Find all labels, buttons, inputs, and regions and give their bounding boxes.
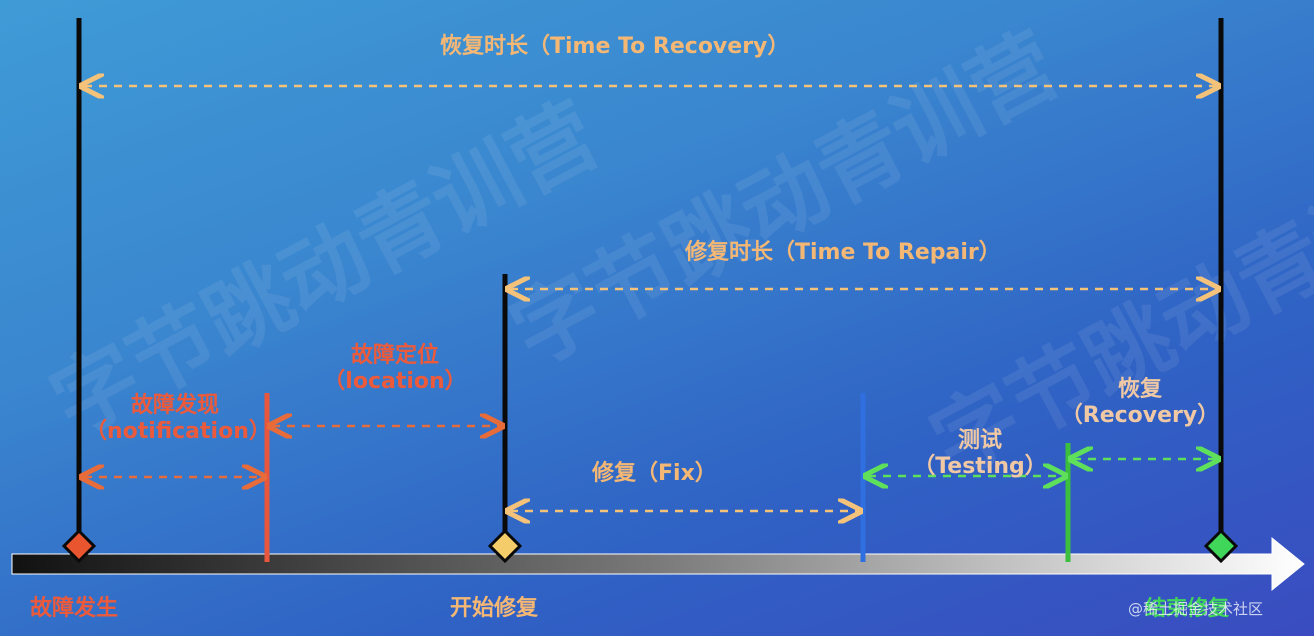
fault-occur-label: 故障发生 <box>30 596 119 621</box>
location-label: 故障定位 （location） <box>305 343 485 396</box>
location-sub: （location） <box>323 369 467 395</box>
testing-sub: （Testing） <box>913 454 1047 480</box>
location-title: 故障定位 <box>350 343 439 368</box>
start-repair-label: 开始修复 <box>450 596 539 621</box>
fix-label: 修复（Fix） <box>592 461 717 486</box>
testing-label: 测试 （Testing） <box>900 428 1060 481</box>
recovery-sub: （Recovery） <box>1060 403 1220 429</box>
start-repair-diamond <box>487 528 523 564</box>
end-diamond <box>1203 528 1239 564</box>
ttr-label: 恢复时长（Time To Recovery） <box>440 34 790 59</box>
fault-occur-diamond <box>61 528 97 564</box>
recovery-title: 恢复 <box>1117 377 1162 402</box>
end-label: 结束修复 <box>1145 596 1229 620</box>
watermark-bottom: @稀土掘金技术社区 <box>1128 600 1264 618</box>
notification-title: 故障发现 <box>130 393 219 418</box>
testing-title: 测试 <box>957 428 1002 453</box>
notification-sub: （notification） <box>85 419 271 445</box>
notification-label: 故障发现 （notification） <box>85 393 271 446</box>
repair-label: 修复时长（Time To Repair） <box>685 240 1001 265</box>
recovery-label: 恢复 （Recovery） <box>1055 377 1225 430</box>
timeline-axis <box>11 536 1305 592</box>
